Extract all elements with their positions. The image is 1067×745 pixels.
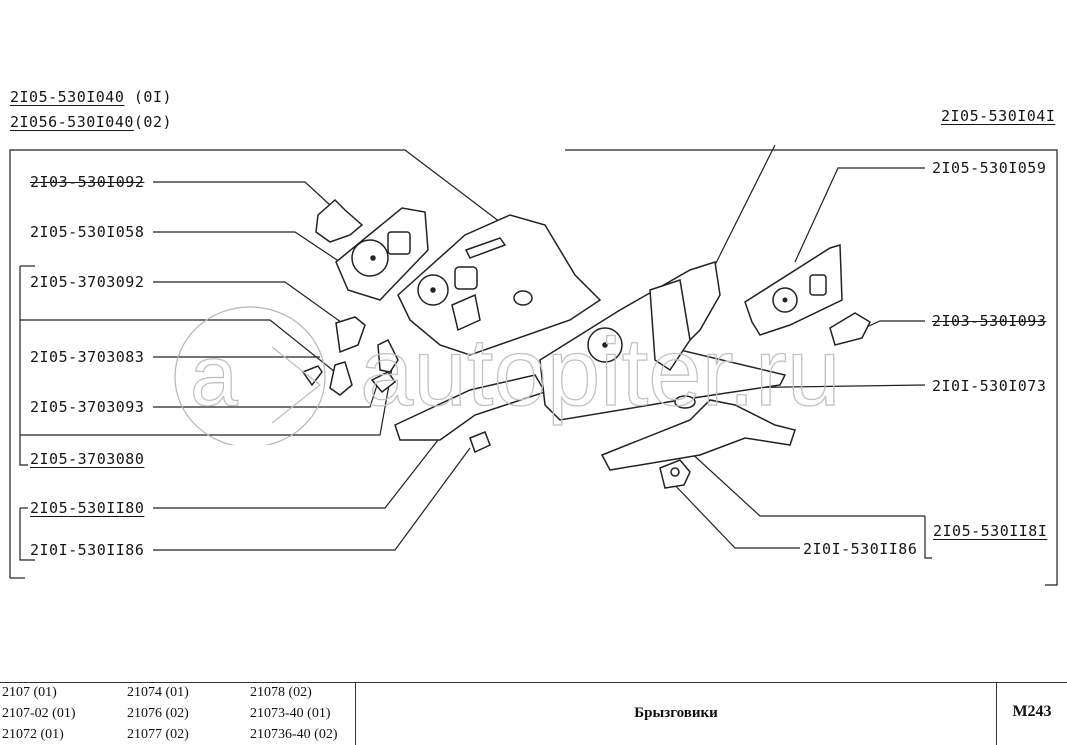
part-bracket-1093: [829, 312, 871, 346]
callout-left-7[interactable]: 2I05-530II80: [30, 499, 145, 517]
model-cell: 210736-40 (02): [250, 727, 338, 742]
callout-left-8[interactable]: 2I0I-530II86: [30, 541, 145, 559]
part-member-left: [394, 374, 547, 441]
part-bracket-1092: [315, 198, 364, 243]
part-mudguard-left: [397, 214, 602, 356]
assembly-variant: (02): [133, 113, 173, 131]
part-panel-1059: [744, 244, 843, 336]
callout-left-6[interactable]: 2I05-3703080: [30, 450, 145, 468]
part-bracket-3703092: [335, 316, 366, 354]
callout-right-2[interactable]: 2I03-530I093: [932, 312, 1047, 330]
callout-left-3[interactable]: 2I05-3703092: [30, 273, 145, 291]
model-cell: 21073-40 (01): [250, 706, 331, 721]
title-block: 2107 (01) 21074 (01) 21078 (02) 2107-02 …: [0, 682, 1067, 745]
model-cell: 21072 (01): [2, 727, 64, 742]
model-cell: 21078 (02): [250, 685, 312, 700]
assembly-label-2[interactable]: 2I056-530I040(02): [10, 113, 172, 131]
parts-diagram: [9, 144, 1058, 586]
part-member-right: [600, 399, 796, 471]
divider: [355, 683, 356, 745]
callout-right-3[interactable]: 2I0I-530I073: [932, 377, 1047, 395]
callout-right-1[interactable]: 2I05-530I059: [932, 159, 1047, 177]
part-bracket-3703083: [301, 365, 323, 387]
model-cell: 2107-02 (01): [2, 706, 76, 721]
model-cell: 21074 (01): [127, 685, 189, 700]
assembly-code: 2I056-530I040: [10, 113, 134, 131]
callout-right-5[interactable]: 2I0I-530II86: [803, 540, 918, 558]
part-bracket-3703093: [329, 361, 353, 396]
part-bracket-left-1186: [469, 431, 491, 454]
assembly-code: 2I05-530I040: [10, 88, 125, 106]
callout-left-1[interactable]: 2I03-530I092: [30, 173, 145, 191]
section-title: Брызговики: [634, 705, 718, 721]
assembly-variant: (0I): [124, 88, 173, 106]
model-cell: 2107 (01): [2, 685, 57, 700]
divider: [996, 683, 997, 745]
callout-left-4[interactable]: 2I05-3703083: [30, 348, 145, 366]
assembly-label-right[interactable]: 2I05-530I04I: [941, 107, 1056, 125]
model-cell: 21077 (02): [127, 727, 189, 742]
model-cell: 21076 (02): [127, 706, 189, 721]
assembly-label-1[interactable]: 2I05-530I040 (0I): [10, 88, 172, 106]
callout-left-5[interactable]: 2I05-3703093: [30, 398, 145, 416]
page-code: M243: [1012, 703, 1052, 720]
callout-right-4[interactable]: 2I05-530II8I: [933, 522, 1048, 540]
callout-left-2[interactable]: 2I05-530I058: [30, 223, 145, 241]
leader-line: [9, 149, 501, 578]
